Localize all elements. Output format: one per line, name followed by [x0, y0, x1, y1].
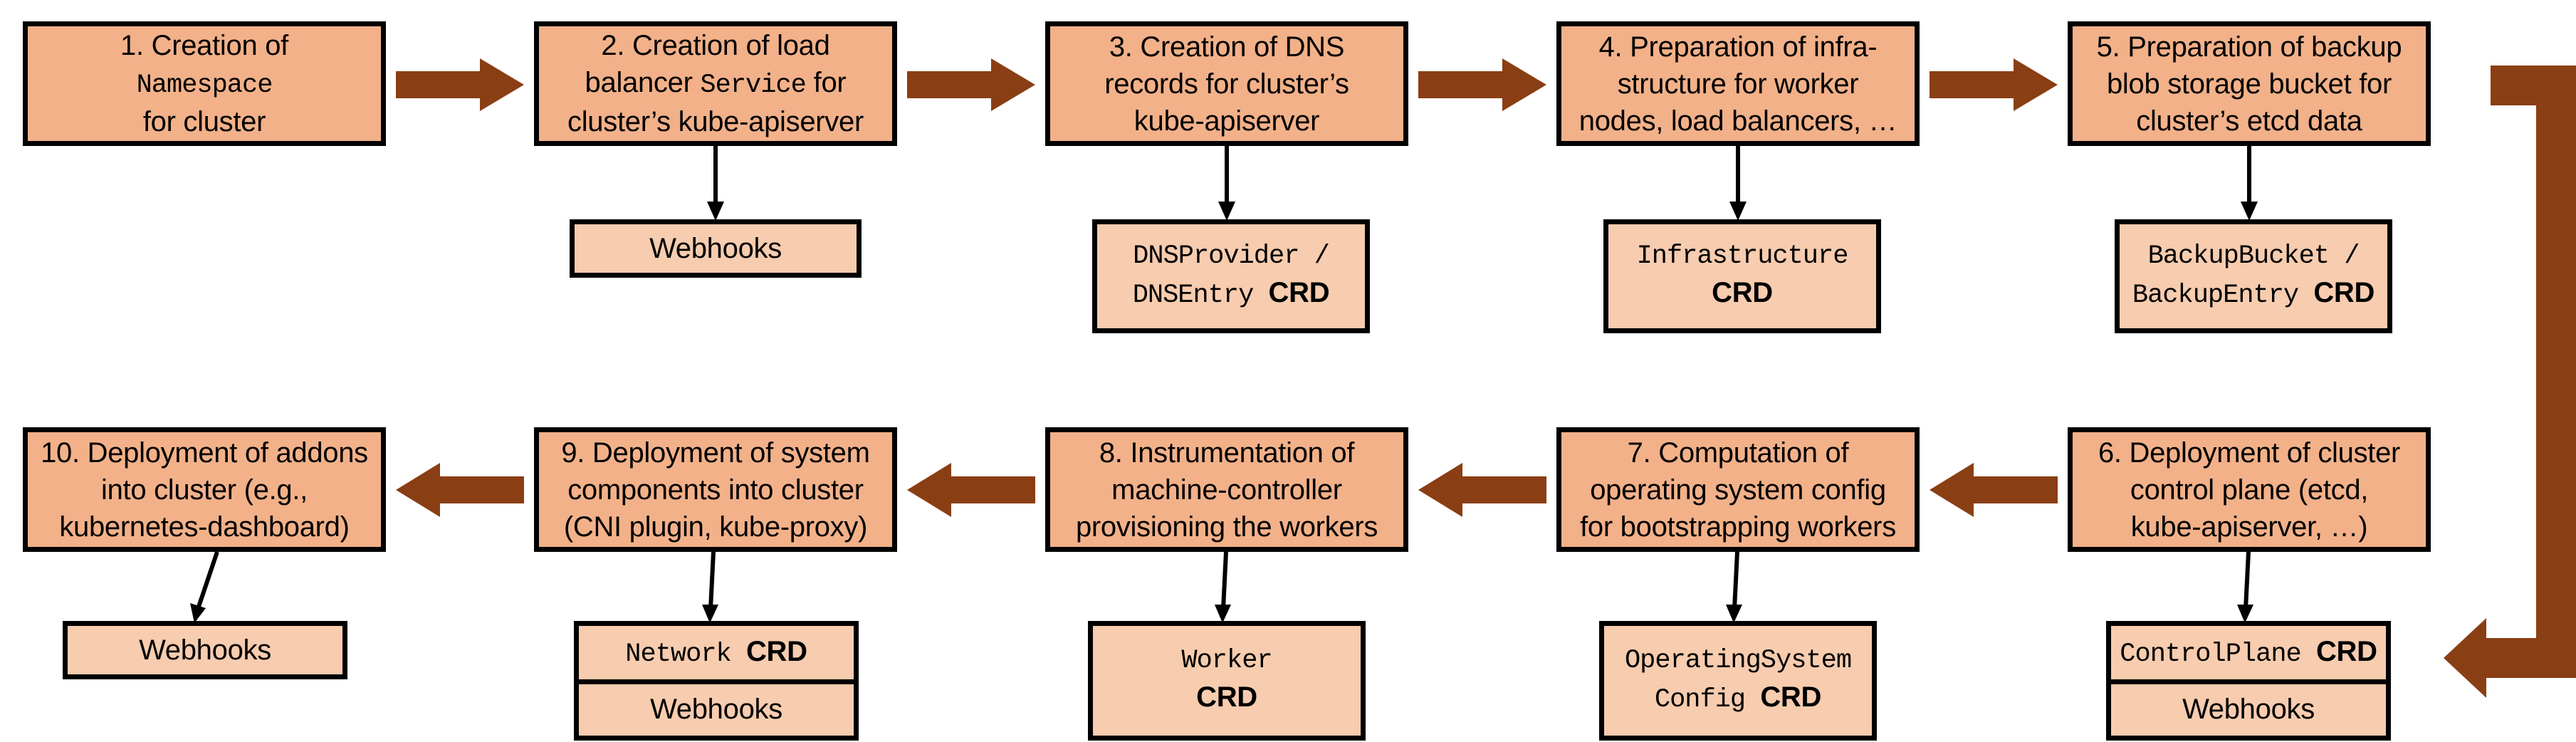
resource-box-network-crd[interactable]: Network CRD Webhooks — [574, 621, 859, 741]
elbow-step5-to-step6 — [2429, 66, 2576, 742]
arrow-step2-to-step3 — [907, 58, 1035, 111]
connector-step2-to-webhooks — [705, 146, 726, 221]
connector-step9-to-network-crd — [698, 552, 726, 623]
arrow-step7-to-step8 — [1418, 463, 1546, 517]
arrow-step6-to-step7 — [1930, 463, 2058, 517]
step-5-label: 5. Preparation of backup blob storage bu… — [2096, 31, 2402, 137]
step-6-label: 6. Deployment of cluster control plane (… — [2098, 437, 2401, 543]
resource-cell-webhooks: Webhooks — [649, 232, 782, 264]
step-8-label: 8. Instrumentation of machine-controller… — [1075, 437, 1378, 543]
resource-cell-backupbucket-crd: BackupBucket /BackupEntry CRD — [2132, 241, 2375, 310]
step-box-2[interactable]: 2. Creation of load balancer Service for… — [534, 21, 897, 146]
step-box-7[interactable]: 7. Computation of operating system confi… — [1556, 427, 1920, 552]
resource-box-dns-crd[interactable]: DNSProvider /DNSEntry CRD — [1092, 219, 1370, 333]
step-box-6[interactable]: 6. Deployment of cluster control plane (… — [2068, 427, 2431, 552]
connector-step4-to-infrastructure-crd — [1727, 146, 1749, 221]
step-box-9[interactable]: 9. Deployment of system components into … — [534, 427, 897, 552]
step-box-8[interactable]: 8. Instrumentation of machine-controller… — [1045, 427, 1408, 552]
resource-box-webhooks-step10[interactable]: Webhooks — [63, 621, 347, 679]
step-box-1[interactable]: 1. Creation of Namespace for cluster — [23, 21, 386, 146]
arrow-step9-to-step10 — [396, 463, 524, 517]
resource-cell-webhooks: Webhooks — [579, 679, 854, 736]
step-3-label: 3. Creation of DNS records for cluster’s… — [1104, 31, 1349, 137]
arrow-step4-to-step5 — [1930, 58, 2058, 111]
resource-cell-controlplane-crd: ControlPlane CRD — [2120, 635, 2377, 669]
connector-step3-to-dns-crd — [1216, 146, 1237, 221]
step-10-label: 10. Deployment of addons into cluster (e… — [41, 437, 368, 543]
step-box-4[interactable]: 4. Preparation of infra- structure for w… — [1556, 21, 1920, 146]
step-box-5[interactable]: 5. Preparation of backup blob storage bu… — [2068, 21, 2431, 146]
resource-cell-dns-crd: DNSProvider /DNSEntry CRD — [1132, 241, 1330, 310]
resource-cell-network-crd: Network CRD — [625, 635, 807, 669]
resource-cell-webhooks: Webhooks — [2111, 679, 2386, 736]
step-4-label: 4. Preparation of infra- structure for w… — [1578, 31, 1897, 137]
step-box-3[interactable]: 3. Creation of DNS records for cluster’s… — [1045, 21, 1408, 146]
resource-box-backupbucket-crd[interactable]: BackupBucket /BackupEntry CRD — [2115, 219, 2392, 333]
connector-step10-to-webhooks — [185, 552, 228, 623]
resource-box-webhooks-step2[interactable]: Webhooks — [570, 219, 862, 278]
arrow-step1-to-step2 — [396, 58, 524, 111]
step-1-label: 1. Creation of Namespace for cluster — [120, 30, 288, 137]
resource-box-controlplane-crd[interactable]: ControlPlane CRD Webhooks — [2106, 621, 2391, 741]
arrow-step8-to-step9 — [907, 463, 1035, 517]
connector-step6-to-controlplane-crd — [2233, 552, 2261, 623]
step-9-label: 9. Deployment of system components into … — [561, 437, 870, 543]
resource-cell-webhooks: Webhooks — [139, 634, 271, 666]
arrow-step3-to-step4 — [1418, 58, 1546, 111]
connector-step8-to-worker-crd — [1210, 552, 1239, 623]
connector-step7-to-osc-crd — [1722, 552, 1750, 623]
step-box-10[interactable]: 10. Deployment of addons into cluster (e… — [23, 427, 386, 552]
step-2-label: 2. Creation of load balancer Service for… — [567, 30, 864, 137]
connector-step5-to-backup-crd — [2239, 146, 2260, 221]
step-7-label: 7. Computation of operating system confi… — [1580, 437, 1896, 543]
